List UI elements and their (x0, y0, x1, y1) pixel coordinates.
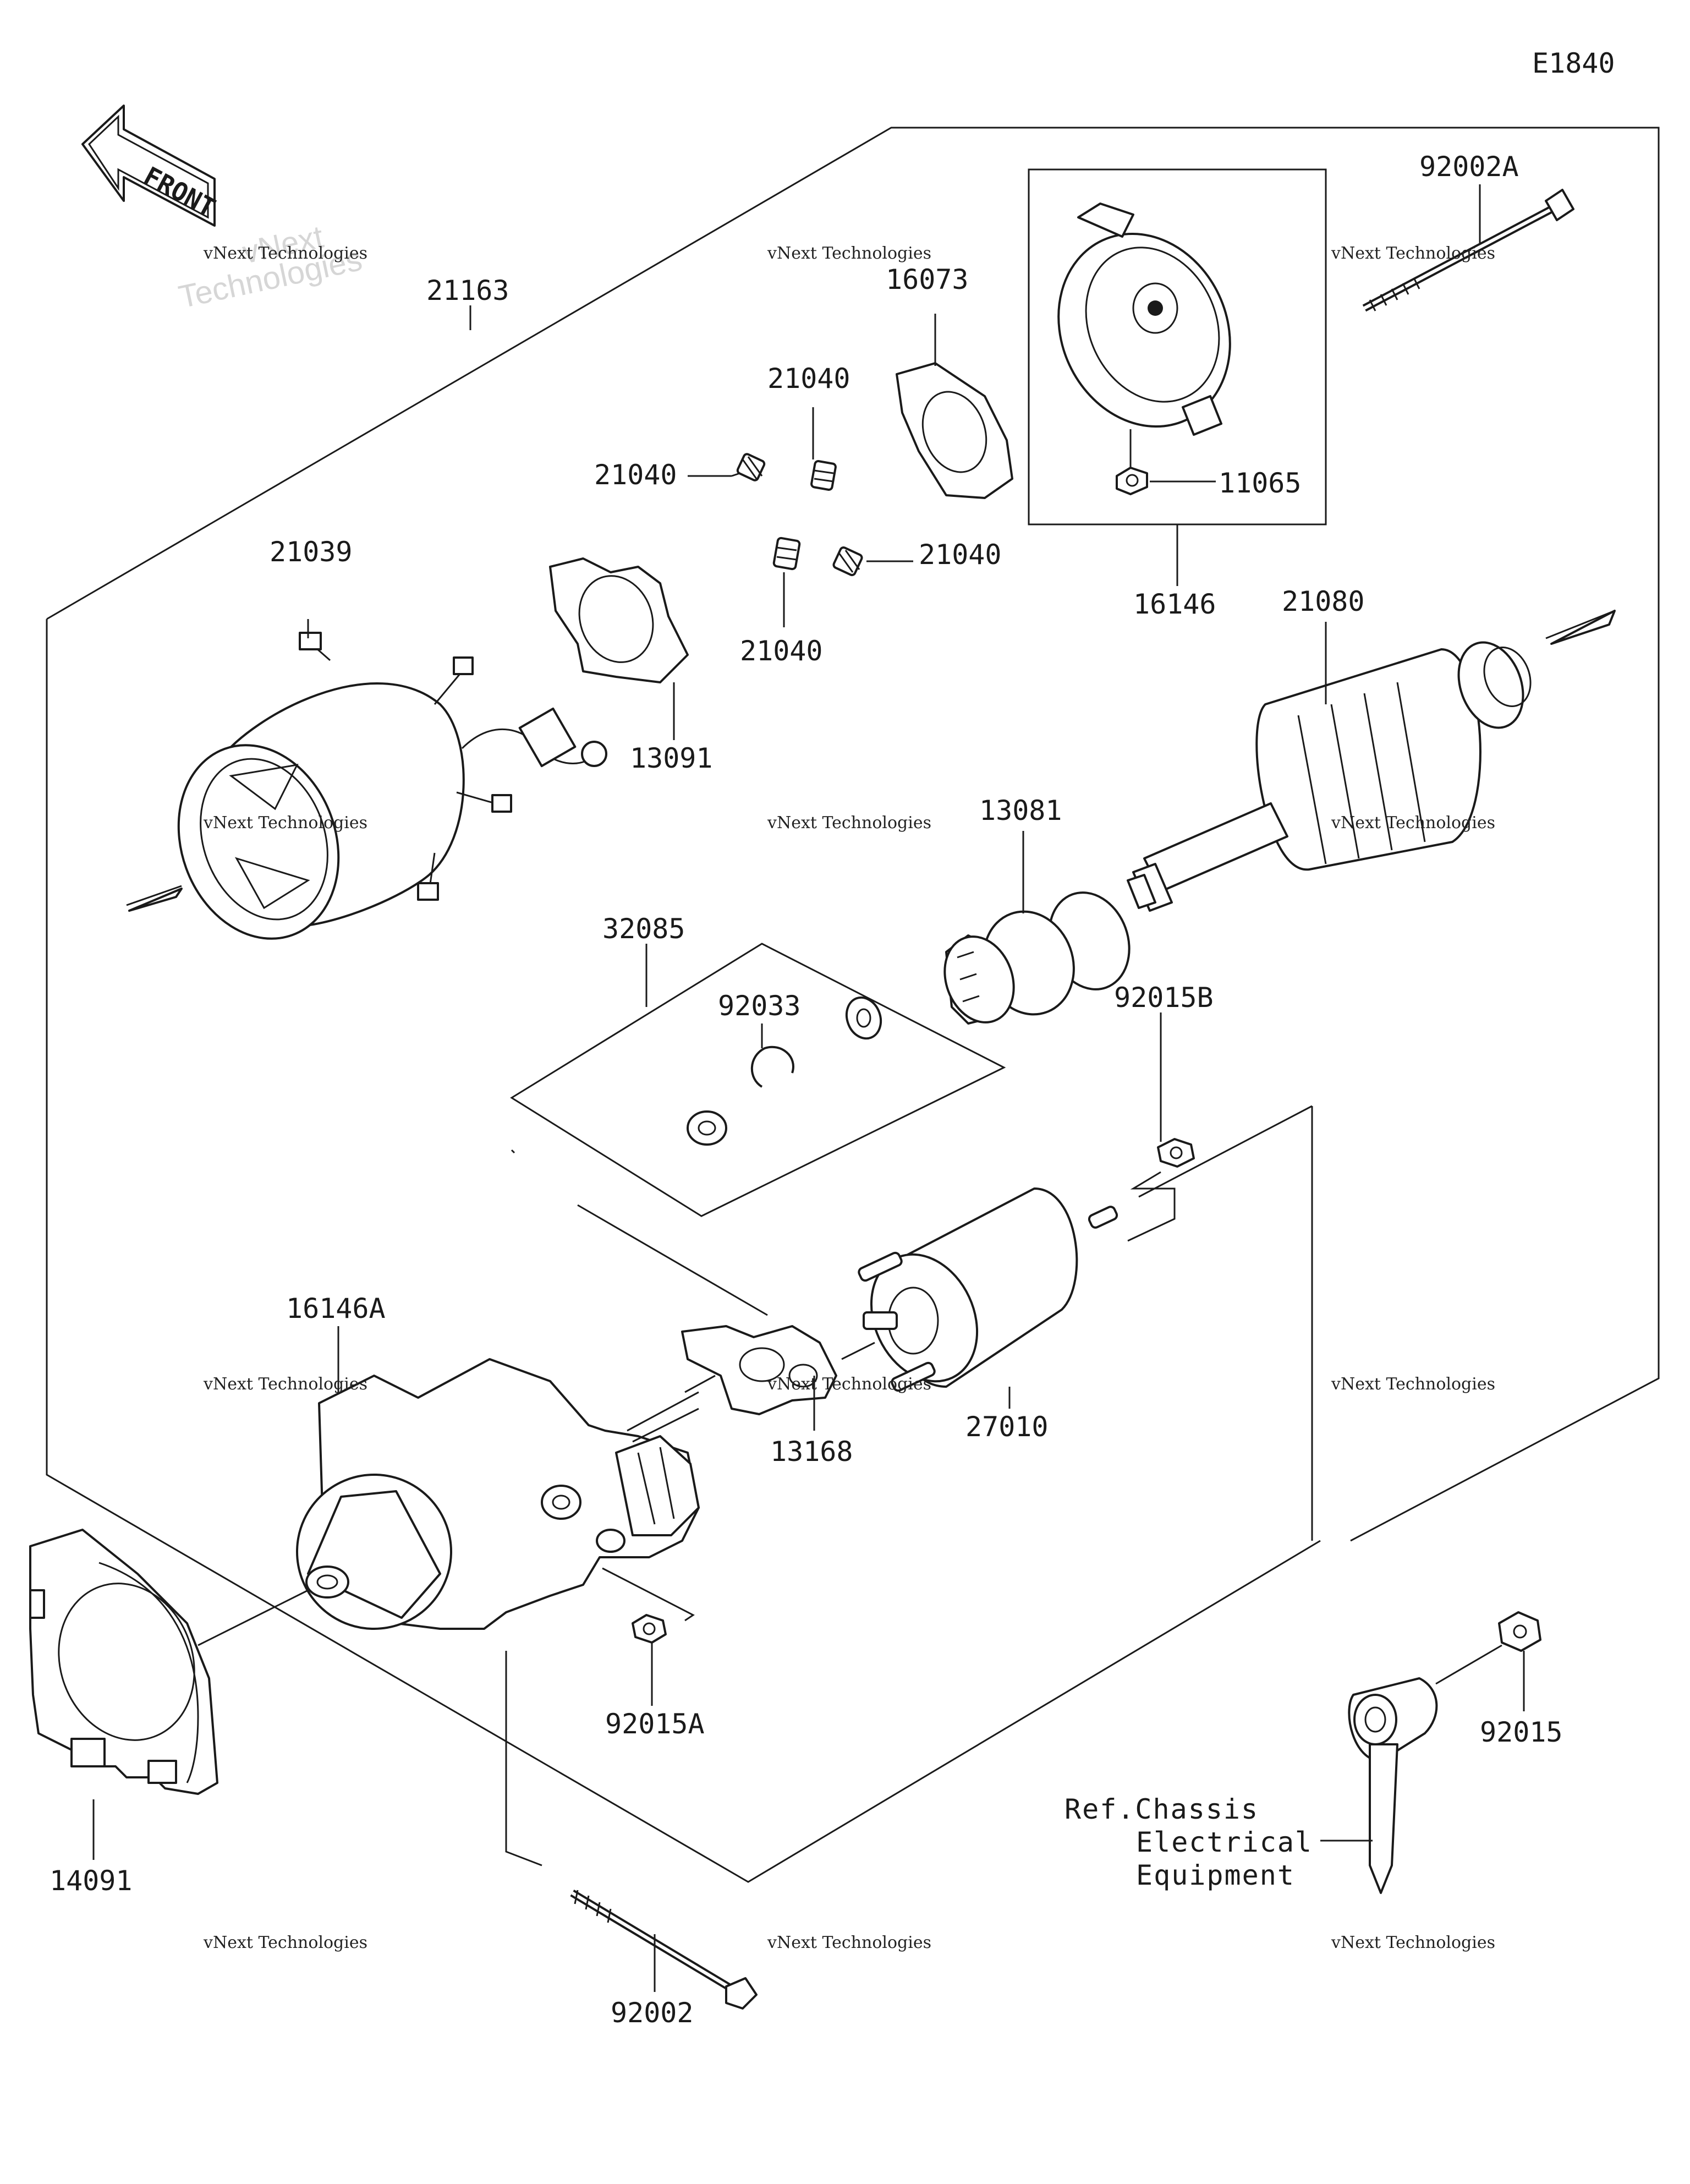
label-16146[interactable]: 16146 (1133, 588, 1216, 620)
bolt-92002-part (505, 1651, 758, 2010)
circlip-92033-part (750, 1046, 794, 1088)
svg-text:vNext Technologies: vNext Technologies (1331, 1933, 1495, 1952)
part-labels: 21163 16073 92002A 21040 21040 21040 210… (50, 151, 1563, 2029)
label-14091[interactable]: 14091 (50, 1865, 133, 1897)
spring-21040-b-part (810, 460, 837, 491)
nut-92015b-part (1127, 1138, 1195, 1242)
label-92015a[interactable]: 92015A (605, 1708, 705, 1740)
gear-housing-16146a-part (296, 1358, 716, 1630)
ref-line-3: Equipment (1136, 1859, 1295, 1891)
svg-text:vNext Technologies: vNext Technologies (1331, 244, 1495, 263)
nut-92015-part (1498, 1611, 1541, 1652)
watermark: Technologies vNext (175, 218, 365, 315)
nut-11065-part (1116, 467, 1148, 495)
label-21080[interactable]: 21080 (1282, 585, 1365, 617)
spring-21040-a-part (736, 453, 766, 481)
ref-line-2: Electrical (1136, 1826, 1313, 1858)
svg-text:vNext Technologies: vNext Technologies (767, 813, 931, 833)
label-92033[interactable]: 92033 (718, 990, 801, 1022)
label-21040-left[interactable]: 21040 (594, 459, 677, 491)
spring-21040-c-part (772, 537, 801, 571)
shift-lever-13168-part (577, 1204, 875, 1432)
label-16073[interactable]: 16073 (886, 264, 969, 295)
label-16146a[interactable]: 16146A (286, 1293, 386, 1324)
label-21163[interactable]: 21163 (426, 275, 509, 306)
spring-21040-d-part (832, 546, 863, 577)
armature-21080-part (1127, 610, 1616, 912)
label-92002[interactable]: 92002 (611, 1997, 694, 2029)
nut-92015a-part (632, 1614, 667, 1644)
svg-text:vNext Technologies: vNext Technologies (203, 1933, 367, 1952)
svg-text:vNext Technologies: vNext Technologies (203, 244, 367, 263)
label-11065[interactable]: 11065 (1219, 467, 1302, 499)
svg-text:vNext Technologies: vNext Technologies (767, 1375, 931, 1394)
rear-cover-part (1057, 202, 1231, 436)
label-21040-bottom[interactable]: 21040 (740, 635, 823, 667)
yoke-21039-part (126, 632, 607, 940)
bolt-92002a-part (1362, 189, 1574, 312)
label-13168[interactable]: 13168 (770, 1436, 853, 1468)
label-21039[interactable]: 21039 (270, 536, 353, 568)
kit-box-32085 (510, 943, 1006, 1217)
watermarks: Technologies vNext vNext Technologies vN… (175, 218, 1495, 1952)
ref-line-1: Ref.Chassis (1065, 1793, 1259, 1825)
leader-lines (92, 184, 1525, 1992)
svg-text:vNext Technologies: vNext Technologies (767, 244, 931, 263)
label-21040-right[interactable]: 21040 (919, 539, 1002, 571)
svg-text:vNext Technologies: vNext Technologies (1331, 1375, 1495, 1394)
label-92015[interactable]: 92015 (1480, 1716, 1563, 1748)
label-21040-top[interactable]: 21040 (767, 363, 851, 395)
solenoid-27010-part (858, 1105, 1313, 1541)
assembly-frame-21163 (46, 127, 1660, 1883)
starter-cable-part (1348, 1644, 1502, 1894)
washer-32085-b-part (845, 996, 882, 1040)
front-arrow-icon: FRONT (81, 105, 220, 227)
diagram-code: E1840 (1532, 47, 1615, 79)
pinion-13081-part (943, 891, 1131, 1025)
label-32085[interactable]: 32085 (602, 913, 685, 945)
cover-14091-part (29, 1529, 309, 1795)
reference-note: Ref.Chassis Electrical Equipment (1065, 1793, 1313, 1891)
label-92002a[interactable]: 92002A (1419, 151, 1519, 183)
label-92015b[interactable]: 92015B (1114, 982, 1214, 1014)
svg-text:vNext Technologies: vNext Technologies (1331, 813, 1495, 833)
svg-text:vNext Technologies: vNext Technologies (767, 1933, 931, 1952)
svg-text:vNext Technologies: vNext Technologies (203, 813, 367, 833)
label-13081[interactable]: 13081 (979, 795, 1062, 826)
label-13091[interactable]: 13091 (630, 742, 713, 774)
svg-text:vNext Technologies: vNext Technologies (203, 1375, 367, 1394)
brush-holder-13091-part (549, 557, 689, 683)
washer-32085-a-part (687, 1110, 727, 1146)
label-27010[interactable]: 27010 (965, 1411, 1049, 1443)
plate-16073-part (896, 362, 1013, 499)
